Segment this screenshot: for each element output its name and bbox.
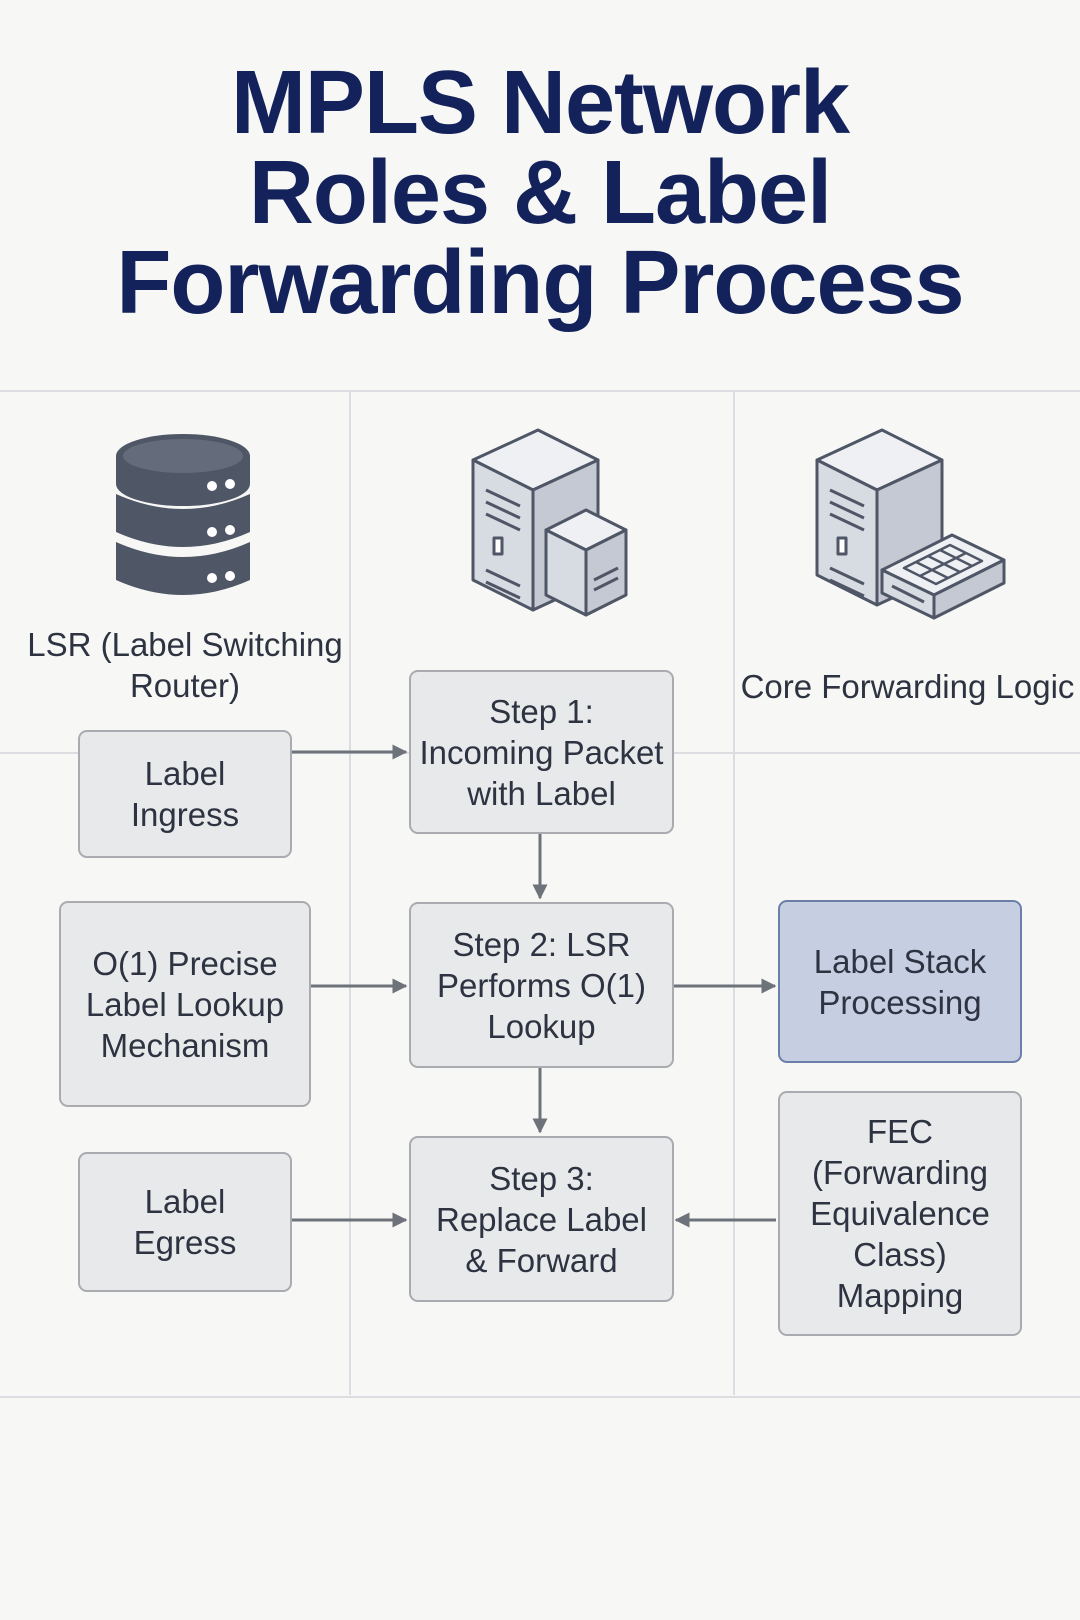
grid-line-col-2 (733, 390, 735, 1395)
grid-line-col-1 (349, 390, 351, 1395)
server-tower-icon (471, 428, 628, 617)
grid-line-bottom (0, 1396, 1080, 1398)
title-line-1: MPLS Network (230, 53, 850, 153)
grid-line-top (0, 390, 1080, 392)
database-icon (116, 434, 250, 595)
step-3-text: Step 3: Replace Label & Forward (436, 1159, 647, 1279)
page-title: MPLS Network Roles & Label Forwarding Pr… (0, 58, 1080, 328)
step-2-box: Step 2: LSR Performs O(1) Lookup (409, 902, 674, 1068)
label-egress-text: Label Egress (133, 1183, 237, 1261)
step-2-text: Step 2: LSR Performs O(1) Lookup (436, 925, 647, 1045)
core-forwarding-label: Core Forwarding Logic (740, 668, 1075, 705)
fec-mapping-text: FEC (Forwarding Equivalence Class) Mappi… (810, 1113, 990, 1314)
step-1-box: Step 1: Incoming Packet with Label (409, 670, 674, 834)
fec-mapping-box: FEC (Forwarding Equivalence Class) Mappi… (778, 1091, 1022, 1336)
step-1-text: Step 1: Incoming Packet with Label (419, 692, 664, 812)
lookup-mechanism-box: O(1) Precise Label Lookup Mechanism (59, 901, 311, 1107)
lookup-mechanism-text: O(1) Precise Label Lookup Mechanism (85, 944, 285, 1064)
lsr-column-label: LSR (Label Switching Router) (27, 626, 343, 704)
title-line-3: Forwarding Process (116, 233, 964, 333)
label-stack-text: Label Stack Processing (813, 942, 987, 1021)
label-ingress-box: Label Ingress (78, 730, 292, 858)
server-switch-icon (815, 428, 1006, 620)
step-3-box: Step 3: Replace Label & Forward (409, 1136, 674, 1302)
label-egress-box: Label Egress (78, 1152, 292, 1292)
title-line-2: Roles & Label (248, 143, 832, 243)
label-stack-box: Label Stack Processing (778, 900, 1022, 1063)
label-ingress-text: Label Ingress (130, 755, 240, 833)
